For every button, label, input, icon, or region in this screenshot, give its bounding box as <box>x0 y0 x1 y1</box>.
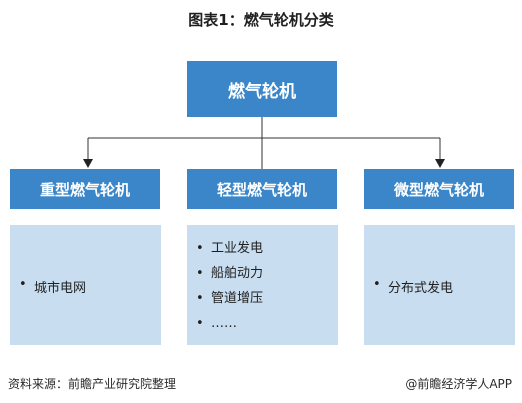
brand-credit: @前瞻经济学人APP <box>405 377 512 391</box>
root-node: 燃气轮机 <box>187 61 337 117</box>
application-list: 分布式发电 <box>364 225 515 296</box>
application-list: 城市电网 <box>10 225 161 296</box>
panel-heavy-applications: 城市电网 <box>10 225 161 345</box>
panel-micro-applications: 分布式发电 <box>364 225 515 345</box>
list-item: 船舶动力 <box>187 261 338 286</box>
arrow-left-head <box>83 159 93 168</box>
node-heavy-gas-turbine: 重型燃气轮机 <box>10 169 160 209</box>
panel-light-applications: 工业发电 船舶动力 管道增压 …… <box>187 225 338 345</box>
source-note: 资料来源：前瞻产业研究院整理 <box>8 377 177 391</box>
list-item: 城市电网 <box>10 277 161 296</box>
figure-title: 图表1：燃气轮机分类 <box>188 11 334 29</box>
list-item: 分布式发电 <box>364 277 515 296</box>
node-micro-gas-turbine: 微型燃气轮机 <box>364 169 514 209</box>
node-light-gas-turbine: 轻型燃气轮机 <box>187 169 337 209</box>
arrow-right-head <box>435 159 445 168</box>
list-item: 管道增压 <box>187 286 338 311</box>
list-item: 工业发电 <box>187 236 338 261</box>
application-list: 工业发电 船舶动力 管道增压 …… <box>187 225 338 336</box>
list-item: …… <box>187 311 338 336</box>
